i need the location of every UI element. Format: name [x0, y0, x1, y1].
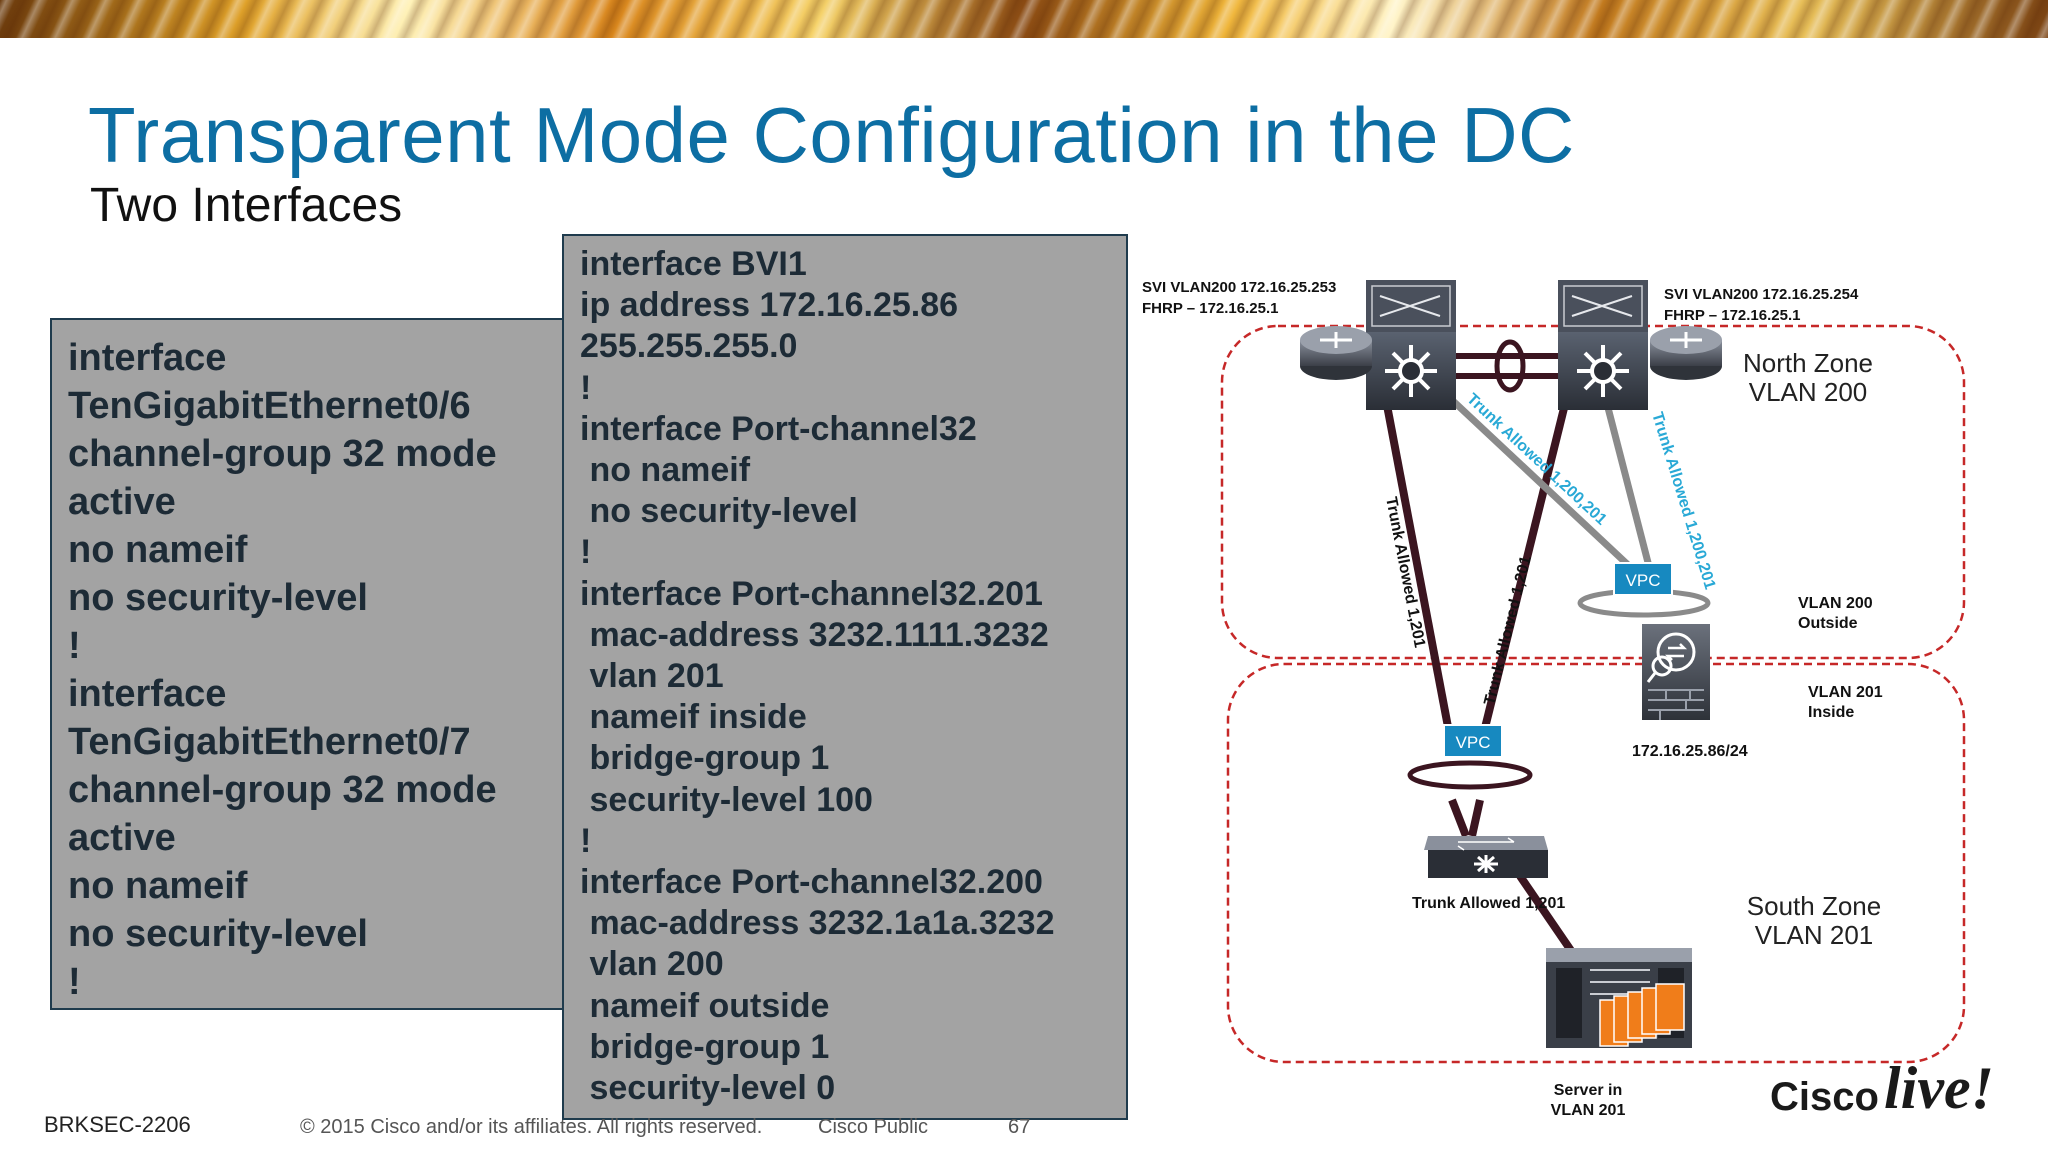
- cisco-live-logo: Cisco live!: [1770, 1055, 1994, 1120]
- link-dark: [1476, 399, 1570, 749]
- config-line: security-level 100: [580, 780, 873, 819]
- link-dark: [1516, 873, 1576, 955]
- config-line: !: [580, 368, 592, 407]
- svi-left-line1: SVI VLAN200 172.16.25.253: [1142, 279, 1336, 296]
- south-zone-label-2: VLAN 201: [1755, 920, 1874, 950]
- config-line: !: [68, 961, 81, 1003]
- vlan201-label-2: Inside: [1808, 704, 1854, 721]
- link-dark: [1468, 799, 1484, 837]
- config-line: ip address 172.16.25.86: [580, 286, 959, 325]
- config-line: channel-group 32 mode: [68, 433, 497, 475]
- firewall-icon: [1642, 624, 1710, 720]
- port-channel-ring: [1494, 339, 1526, 393]
- north-zone-label-1: North Zone: [1743, 348, 1873, 378]
- config-line: channel-group 32 mode: [68, 769, 497, 811]
- logo-suffix: live!: [1884, 1055, 1994, 1120]
- config-line: active: [68, 817, 176, 859]
- page-number: 67: [1008, 1116, 1031, 1138]
- link-dark: [1382, 399, 1456, 749]
- svi-right-line1: SVI VLAN200 172.16.25.254: [1664, 286, 1859, 303]
- svi-right-line2: FHRP – 172.16.25.1: [1664, 307, 1800, 324]
- svi-left-line2: FHRP – 172.16.25.1: [1142, 300, 1278, 317]
- north-zone-label-2: VLAN 200: [1749, 377, 1868, 407]
- config-line: bridge-group 1: [580, 1027, 830, 1066]
- config-line: interface: [68, 673, 227, 715]
- config-line: no nameif: [68, 865, 248, 907]
- config-line: TenGigabitEthernet0/6: [68, 385, 471, 427]
- config-line: no nameif: [68, 529, 248, 571]
- config-line: no security-level: [68, 577, 368, 619]
- config-line: TenGigabitEthernet0/7: [68, 721, 471, 763]
- left-config-box: interface TenGigabitEthernet0/6 channel-…: [50, 318, 570, 1010]
- config-line: interface BVI1: [580, 245, 807, 283]
- trunk-label-mid: Trunk Allowed 1,201: [1481, 554, 1535, 707]
- config-line: security-level 0: [580, 1069, 836, 1108]
- server-label-2: VLAN 201: [1551, 1102, 1626, 1119]
- south-zone-label-1: South Zone: [1747, 891, 1881, 921]
- config-line: 255.255.255.0: [580, 327, 798, 366]
- trunk-label-bottom: Trunk Allowed 1,201: [1412, 895, 1565, 912]
- config-line: interface Port-channel32.200: [580, 863, 1043, 902]
- nexus-switch-right: [1558, 280, 1648, 410]
- vlan200-label-2: Outside: [1798, 615, 1858, 632]
- vpc-label-bottom: VPC: [1456, 733, 1491, 752]
- config-line: interface Port-channel32.201: [580, 574, 1043, 613]
- router-left: [1300, 326, 1372, 380]
- config-line: nameif outside: [580, 986, 830, 1025]
- vpc-box-top: [1613, 562, 1673, 596]
- vpc-label-top: VPC: [1626, 571, 1661, 590]
- vpc-ring-bottom: [1407, 760, 1533, 790]
- config-line: bridge-group 1: [580, 739, 830, 778]
- logo-brand: Cisco: [1770, 1075, 1879, 1119]
- link-gray: [1602, 399, 1656, 579]
- config-line: active: [68, 481, 176, 523]
- mid-config-box: interface BVI1 ip address 172.16.25.86 2…: [562, 234, 1128, 1120]
- server-icon: [1546, 948, 1692, 1048]
- router-right: [1650, 326, 1722, 380]
- header-banner: [0, 0, 2048, 38]
- vlan201-label-1: VLAN 201: [1808, 684, 1883, 701]
- link-gray: [1449, 397, 1645, 581]
- firewall-ip-label: 172.16.25.86/24: [1632, 743, 1748, 760]
- vlan200-label-1: VLAN 200: [1798, 595, 1873, 612]
- slide-title: Transparent Mode Configuration in the DC: [88, 91, 1575, 179]
- config-line: vlan 200: [580, 945, 724, 984]
- south-zone: [1226, 662, 1966, 1064]
- copyright-text: © 2015 Cisco and/or its affiliates. All …: [300, 1116, 763, 1138]
- config-line: interface Port-channel32: [580, 409, 977, 448]
- config-line: interface: [68, 337, 227, 379]
- config-line: mac-address 3232.1111.3232: [580, 615, 1049, 654]
- config-line: nameif inside: [580, 698, 807, 737]
- network-diagram: VPC VPC SVI VLAN200 172.16.25.253 FHRP –…: [1142, 279, 1966, 1119]
- config-line: !: [68, 625, 81, 667]
- config-line: no security-level: [68, 913, 368, 955]
- vpc-box-bottom: [1443, 724, 1503, 758]
- config-line: !: [580, 533, 592, 572]
- config-line: !: [580, 821, 592, 860]
- nexus-switch-left: [1366, 280, 1456, 410]
- classification-text: Cisco Public: [818, 1116, 929, 1138]
- config-line: no nameif: [580, 451, 751, 490]
- server-label-1: Server in: [1554, 1082, 1622, 1099]
- link-dark: [1448, 798, 1470, 838]
- config-line: vlan 201: [580, 657, 724, 696]
- slide-subtitle: Two Interfaces: [90, 179, 403, 232]
- config-line: mac-address 3232.1a1a.3232: [580, 904, 1055, 943]
- session-code: BRKSEC-2206: [44, 1112, 191, 1137]
- access-switch-icon: [1424, 836, 1548, 878]
- config-line: no security-level: [580, 492, 858, 531]
